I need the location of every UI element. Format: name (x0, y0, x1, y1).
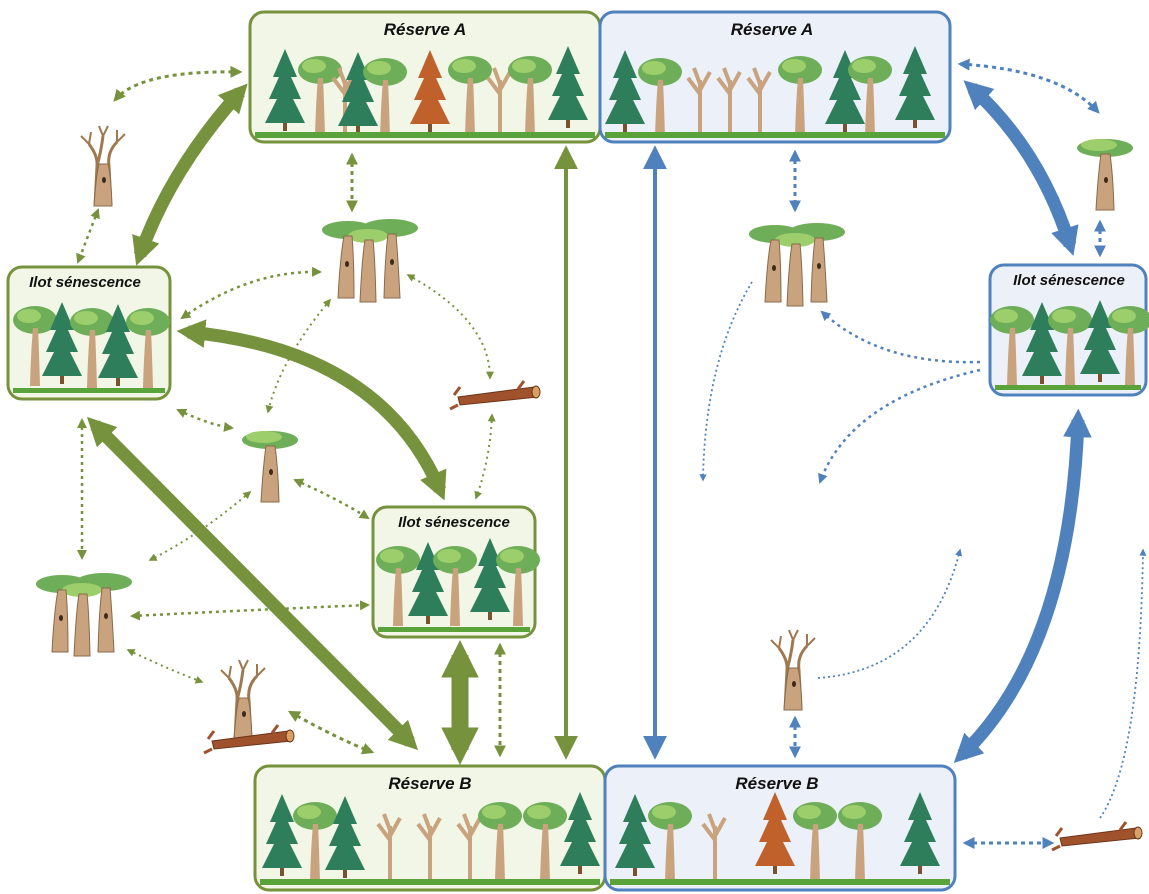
forest-scene-icon (13, 302, 170, 388)
box-reserve-b-green: Réserve B (253, 764, 607, 892)
box-ilot-center: Ilot sénescence (371, 505, 540, 639)
old-tree-icon (241, 430, 299, 503)
old-tree-icon (1076, 138, 1134, 211)
fallen-log-icon (1050, 820, 1144, 852)
old-tree-cluster-icon (748, 222, 846, 307)
box-label-reserve-b-blue: Réserve B (735, 774, 818, 793)
box-reserve-a-green: Réserve A (248, 10, 602, 144)
box-ilot-right: Ilot sénescence (988, 263, 1149, 397)
box-label-ilot-right: Ilot sénescence (1013, 272, 1125, 289)
thick-arrow (132, 83, 248, 266)
thick-arrow (176, 319, 447, 501)
dead-tree-icon (219, 658, 267, 742)
box-label-ilot-center: Ilot sénescence (398, 514, 510, 531)
fallen-log-icon (448, 379, 542, 411)
box-label-reserve-a-green: Réserve A (384, 20, 467, 39)
thick-arrow (953, 408, 1092, 763)
box-reserve-a-blue: Réserve A (598, 10, 952, 144)
thick-arrow (963, 80, 1079, 256)
box-label-reserve-a-blue: Réserve A (731, 20, 814, 39)
dead-tree-icon (769, 628, 817, 712)
forest-scene-icon (376, 538, 540, 626)
box-label-reserve-b-green: Réserve B (388, 774, 471, 793)
thick-arrow (86, 416, 419, 751)
old-tree-cluster-icon (35, 572, 133, 657)
box-label-ilot-left: Ilot sénescence (29, 274, 141, 291)
blue-links (643, 58, 1147, 849)
green-links (76, 65, 578, 765)
old-tree-cluster-icon (321, 218, 419, 303)
box-reserve-b-blue: Réserve B (603, 764, 957, 892)
box-ilot-left: Ilot sénescence (6, 265, 172, 401)
dead-tree-icon (79, 124, 127, 208)
